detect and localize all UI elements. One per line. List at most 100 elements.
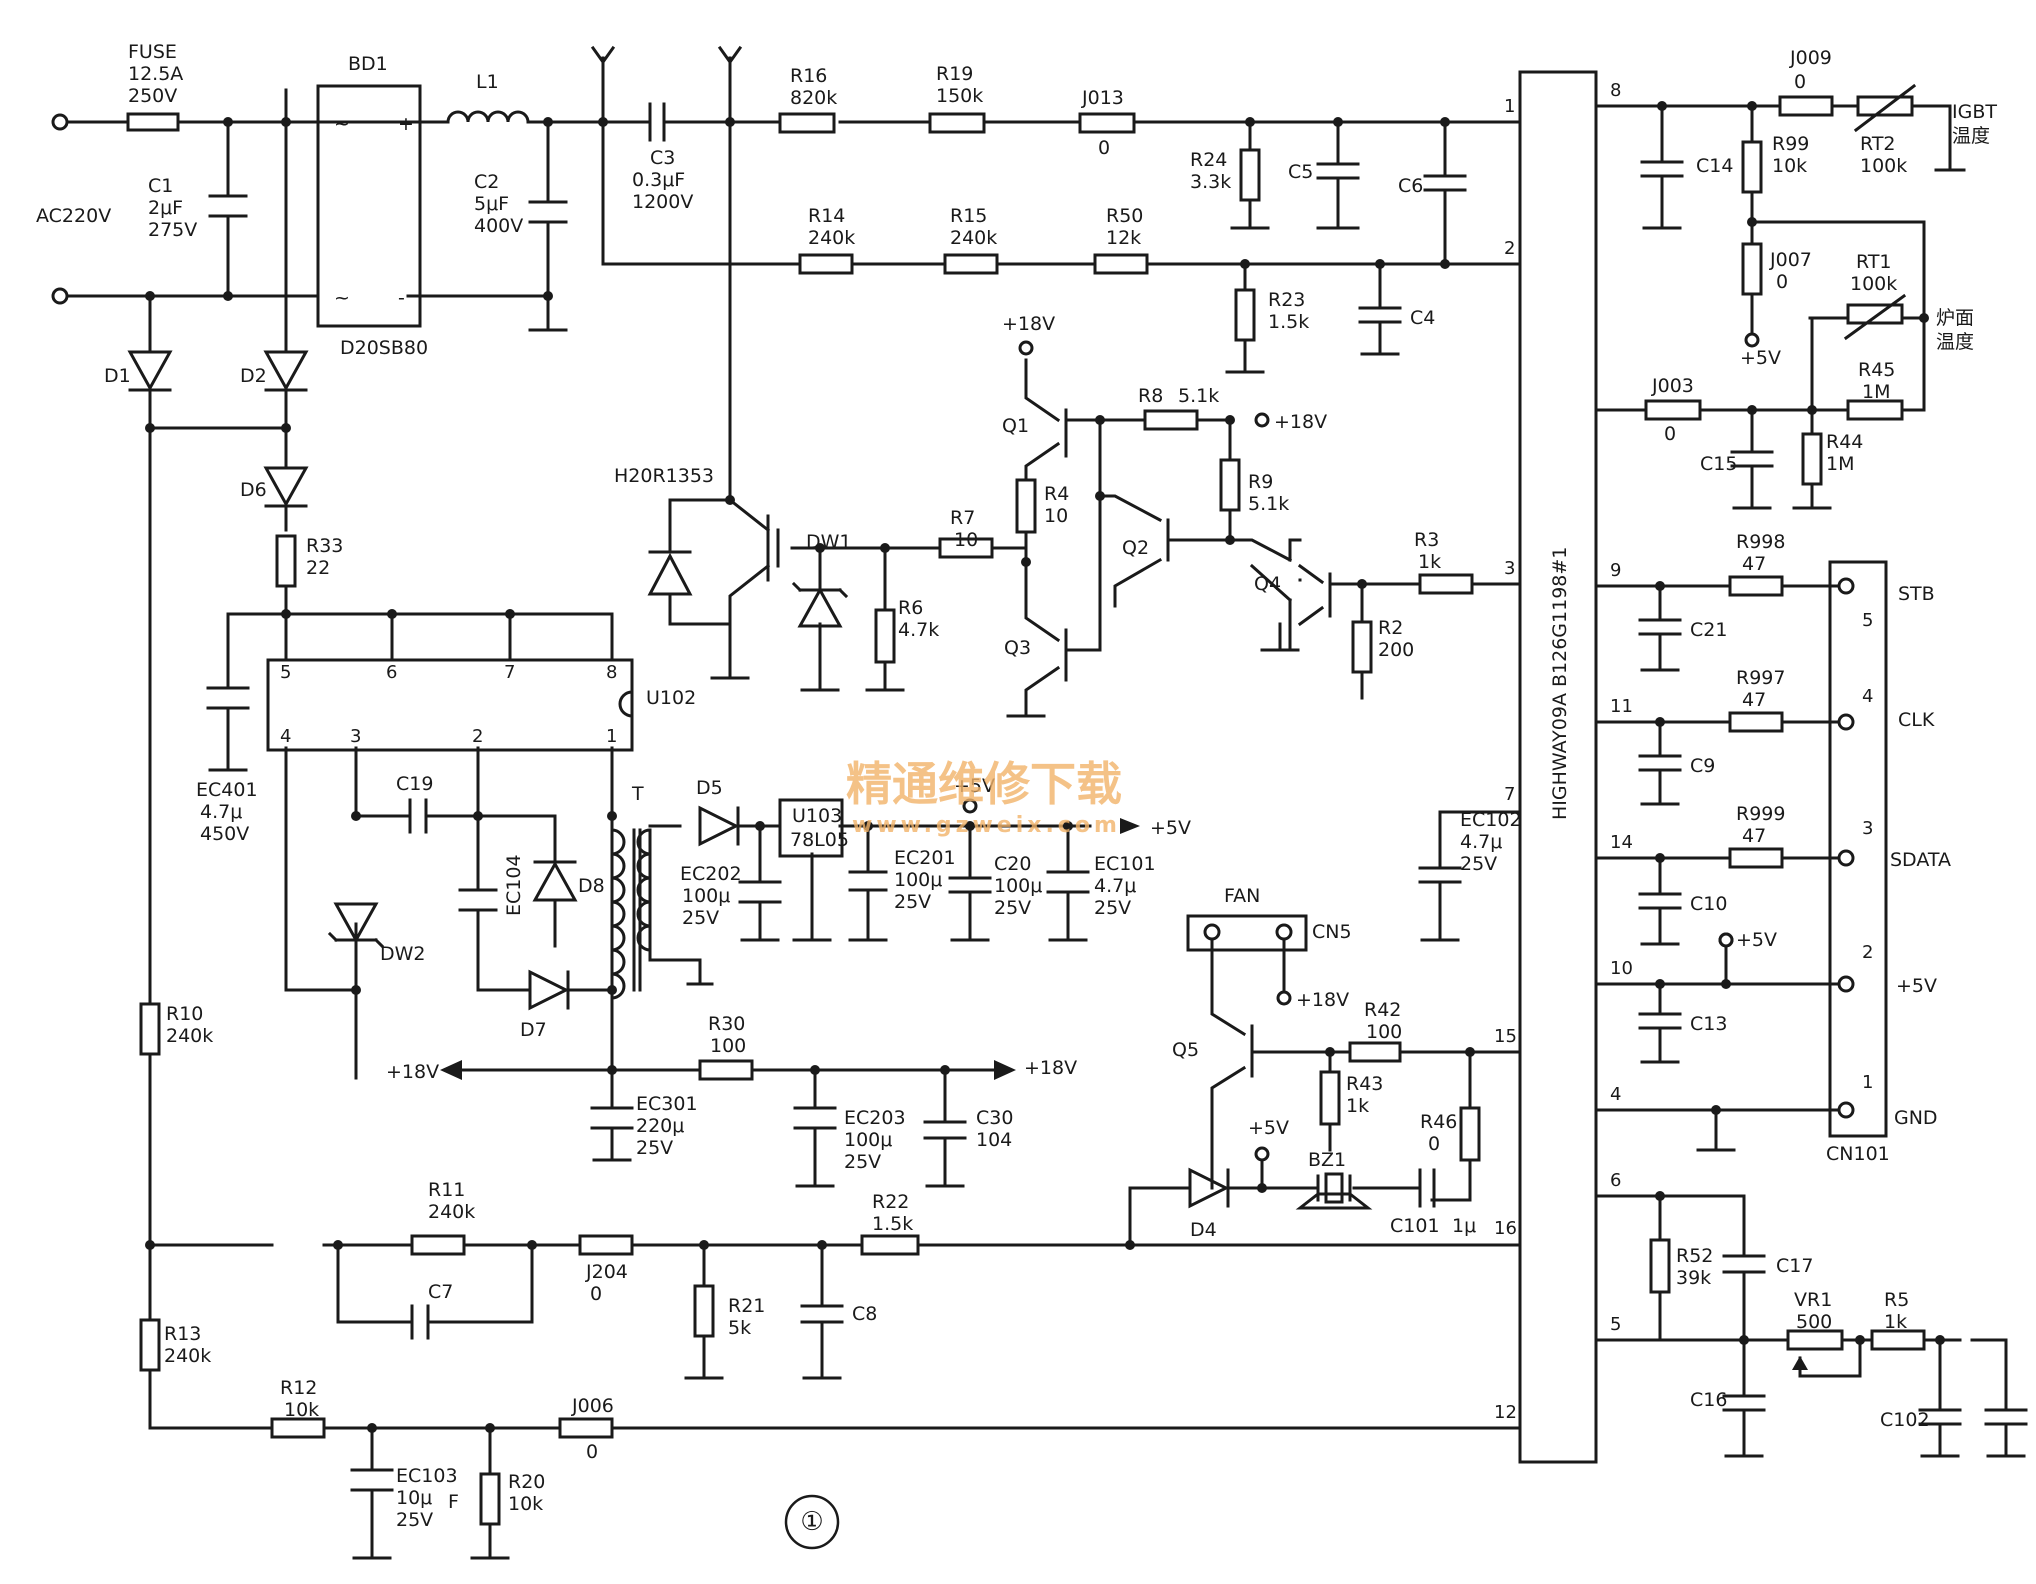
r9-label: R9 <box>1248 471 1273 493</box>
arrow-5v <box>1120 818 1140 834</box>
c20-value1: 100μ <box>994 875 1042 897</box>
c10-label: C10 <box>1690 893 1727 915</box>
components <box>51 70 2028 1526</box>
rt1-value: 100k <box>1850 273 1897 295</box>
transformer-primary <box>610 828 626 1000</box>
r52-value: 39k <box>1676 1267 1711 1289</box>
r998-value: 47 <box>1742 553 1766 575</box>
figure-number: ① <box>800 1507 823 1537</box>
u102-pin: 7 <box>504 662 515 683</box>
rt1-slash <box>1843 293 1907 341</box>
ec301-label: EC301 <box>636 1093 698 1115</box>
c15-symbol <box>1730 450 1774 468</box>
bz1-symbol <box>1295 1172 1373 1210</box>
q4-label: Q4 <box>1254 573 1281 595</box>
r23-value: 1.5k <box>1268 311 1309 333</box>
bd1-label: BD1 <box>348 53 388 75</box>
c1-symbol <box>208 194 248 218</box>
fuse-value2: 250V <box>128 85 177 107</box>
fuse-value1: 12.5A <box>128 63 183 85</box>
stb-label: STB <box>1898 583 1935 605</box>
u103-symbol <box>778 798 844 858</box>
r45-value: 1M <box>1862 381 1890 403</box>
fan-label: FAN <box>1224 885 1260 907</box>
bd1-plus: + <box>398 113 414 135</box>
d5-label: D5 <box>696 777 723 799</box>
j009-label: J009 <box>1789 47 1832 69</box>
r13-symbol <box>139 1318 161 1372</box>
c3-value2: 1200V <box>632 191 693 213</box>
ec301-symbol <box>590 1106 634 1130</box>
r8-symbol <box>1143 409 1199 431</box>
bz1-label: BZ1 <box>1308 1149 1346 1171</box>
c102-label: C102 <box>1880 1409 1930 1431</box>
r20-symbol <box>479 1472 501 1526</box>
r99-value: 10k <box>1772 155 1807 177</box>
vr1-value: 500 <box>1796 1311 1832 1333</box>
r99-label: R99 <box>1772 133 1809 155</box>
mcu-pin: 11 <box>1610 696 1633 717</box>
mcu-pin: 16 <box>1494 1218 1517 1239</box>
j006-symbol <box>558 1417 614 1439</box>
ac-input-label: AC220V <box>36 205 111 227</box>
c19-symbol <box>408 798 428 834</box>
cn101-pin: 2 <box>1862 942 1873 963</box>
u102-pin: 3 <box>350 726 361 747</box>
mcu-pin: 1 <box>1504 96 1515 117</box>
ec401-symbol <box>206 686 250 710</box>
r42-label: R42 <box>1364 999 1401 1021</box>
c5-symbol <box>1316 162 1360 180</box>
r2-symbol <box>1351 620 1373 674</box>
r13-value: 240k <box>164 1345 211 1367</box>
c102-symbol <box>1918 1408 1962 1426</box>
mcu-pin: 9 <box>1610 560 1621 581</box>
mcu-pin: 4 <box>1610 1084 1621 1105</box>
r24-label: R24 <box>1190 149 1227 171</box>
clk-label: CLK <box>1898 709 1935 731</box>
r19-symbol <box>928 112 986 134</box>
u102-pin: 4 <box>280 726 291 747</box>
r999-value: 47 <box>1742 825 1766 847</box>
u102-pin: 6 <box>386 662 397 683</box>
r15-value: 240k <box>950 227 997 249</box>
r14-symbol <box>798 253 854 275</box>
r99-symbol <box>1741 140 1763 194</box>
u102-pin: 8 <box>606 662 617 683</box>
r7-label: R7 <box>950 507 975 529</box>
c8-symbol <box>800 1304 844 1324</box>
watermark-url: www.gzweix.com <box>852 813 1121 838</box>
c101-label: C101 <box>1390 1215 1440 1237</box>
mcu-symbol <box>1518 70 1598 1464</box>
r4-label: R4 <box>1044 483 1069 505</box>
rt2-symbol <box>1856 95 1914 117</box>
c2-value2: 400V <box>474 215 523 237</box>
ec101-symbol <box>1046 870 1090 894</box>
cn101-pin: 5 <box>1862 610 1873 631</box>
j009-value: 0 <box>1794 71 1806 93</box>
cn101-pin: 1 <box>1862 1072 1873 1093</box>
c2-symbol <box>528 200 568 224</box>
rt2-label: RT2 <box>1860 133 1896 155</box>
r44-symbol <box>1801 432 1823 486</box>
vr1-label: VR1 <box>1794 1289 1832 1311</box>
d8-label: D8 <box>578 875 605 897</box>
rt2-slash <box>1853 83 1917 133</box>
transformer-secondary <box>636 828 652 952</box>
j009-symbol <box>1778 95 1834 117</box>
cn101-pin: 4 <box>1862 686 1873 707</box>
igbt-diode <box>647 550 693 596</box>
mcu-pin: 14 <box>1610 832 1633 853</box>
transformer-label: T <box>631 783 644 805</box>
r20-value: 10k <box>508 1493 543 1515</box>
ec202-value2: 25V <box>682 907 719 929</box>
j003-label: J003 <box>1651 375 1694 397</box>
c13-label: C13 <box>1690 1013 1727 1035</box>
ec203-value2: 25V <box>844 1151 881 1173</box>
r52-label: R52 <box>1676 1245 1713 1267</box>
r5-label: R5 <box>1884 1289 1909 1311</box>
c8-label: C8 <box>852 1303 877 1325</box>
r16-symbol <box>778 112 836 134</box>
ec103-symbol <box>350 1468 394 1492</box>
mcu-label: HIGHWAY09A B126G1198#1 <box>1549 547 1571 820</box>
cn101-label: CN101 <box>1826 1143 1890 1165</box>
